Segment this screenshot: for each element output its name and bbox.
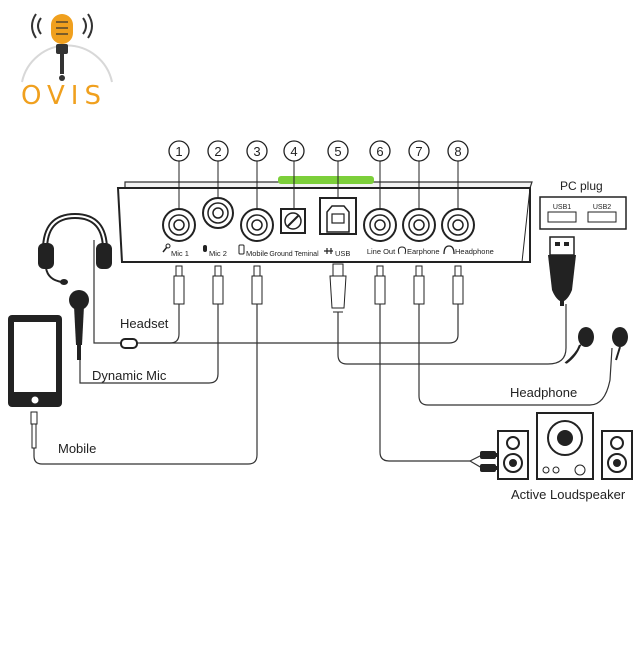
green-accent-strip [278,176,374,184]
cables [33,240,613,465]
usb-small-icon [324,248,333,254]
cable-usb [337,304,567,365]
jack-line-out [363,208,397,242]
speaker-left-icon [497,430,529,480]
cable-headphone [120,304,459,344]
port-label-mobile: Mobile [246,249,268,258]
port-label-line-out: Line Out [367,247,396,256]
plug-jack-8 [452,265,464,305]
callout-2: 2 [207,140,229,198]
jack-mic2 [202,197,234,229]
cable-line-out [379,304,470,462]
callout-4: 4 [283,140,305,208]
label-pc-plug: PC plug [560,179,603,193]
callout-number: 5 [334,144,341,159]
label-usb2: USB2 [593,204,611,211]
label-dynamic-mic: Dynamic Mic [92,368,167,383]
brand-name: OVIS [21,81,107,111]
pc-usb-panel [539,196,627,230]
mic-small-icon [162,243,171,253]
callout-number: 8 [454,144,461,159]
earphone-small-icon [397,246,407,255]
mic-small-icon [203,245,207,252]
label-headphone: Headphone [510,385,577,400]
cable-mobile [33,304,258,465]
callout-number: 6 [376,144,383,159]
jack-mic1 [162,208,196,242]
cable-earphone [418,304,613,406]
callout-1: 1 [168,140,190,208]
callout-number: 2 [214,144,221,159]
callout-8: 8 [447,140,469,208]
port-label-headphone: Headphone [455,247,494,256]
label-headset: Headset [120,316,169,331]
label-active-loudspeaker: Active Loudspeaker [511,487,626,502]
headphone-small-icon [443,245,455,255]
usb-a-plug-icon [548,236,576,306]
callout-number: 4 [290,144,297,159]
mixer-device: Mic 1 Mic 2 Mobile Ground Teminal USB Li… [116,176,533,263]
plug-usb-b [329,263,347,313]
jack-earphone [402,208,436,242]
earbuds-icon [565,327,628,364]
ground-terminal [280,208,306,234]
phone-small-icon [238,244,245,255]
plug-jack-7 [413,265,425,305]
port-label-earphone: Earphone [407,247,440,256]
plug-jack-1 [173,265,185,305]
jack-headphone [441,208,475,242]
cable-dynamic-mic [79,304,219,384]
port-label-mic1: Mic 1 [171,249,189,258]
headset-icon [38,212,138,349]
microphone-logo-icon [31,13,93,81]
ovis-logo: OVIS [21,13,113,111]
speaker-right-icon [601,430,633,480]
callout-6: 6 [369,140,391,208]
plug-jack-6 [374,265,386,305]
callout-3: 3 [246,140,268,208]
plug-jack-3 [251,265,263,305]
port-label-usb: USB [335,249,350,258]
usb-b-port [319,197,357,235]
callout-7: 7 [408,140,430,208]
callout-number: 1 [175,144,182,159]
label-mobile: Mobile [58,441,96,456]
port-label-ground: Ground Teminal [269,251,319,258]
plug-jack-2 [212,265,224,305]
dynamic-mic-icon [69,290,89,360]
jack-mobile [240,208,274,242]
callout-number: 7 [415,144,422,159]
mobile-phone-icon [8,315,62,449]
callout-5: 5 [327,140,349,198]
port-label-mic2: Mic 2 [209,249,227,258]
callout-number: 3 [253,144,260,159]
subwoofer-icon [536,412,594,480]
label-usb1: USB1 [553,204,571,211]
cable-headset-wire [93,240,120,344]
